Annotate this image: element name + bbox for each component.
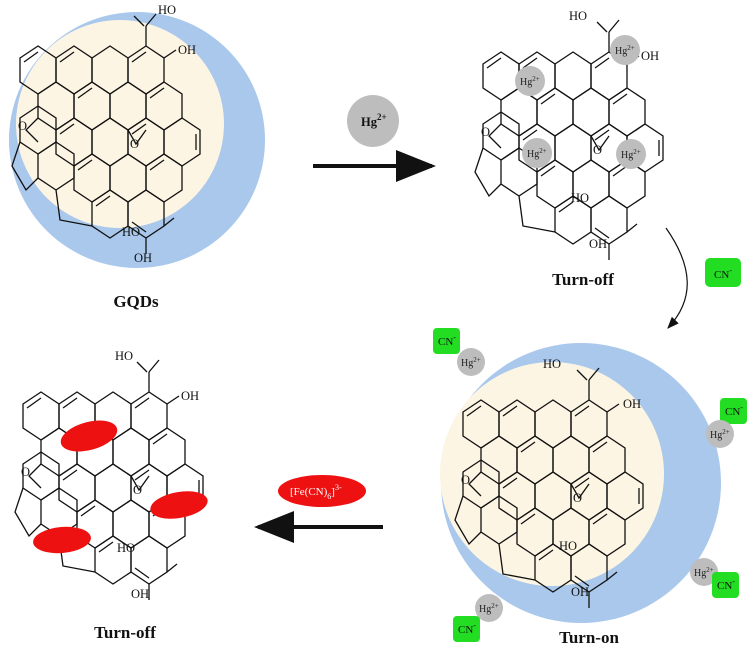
turn-on-core	[440, 362, 664, 586]
turn-on-structure: HO OH O O HO OH	[454, 357, 644, 609]
epoxy-label-3b: O	[573, 491, 582, 505]
svg-text:Hg2+: Hg2+	[710, 428, 730, 441]
cn-reagent-label: CN-	[714, 266, 732, 281]
svg-text:CN-: CN-	[438, 333, 456, 348]
curved-arrow	[665, 227, 688, 329]
ferricyanide-spot-3	[33, 526, 91, 554]
ferricyanide-panel: HO OH O O HO OH Turn-off	[14, 349, 208, 642]
hg-bound-structure: HO OH O O HO OH	[474, 9, 664, 261]
hydroxyl-label-2c: HO	[571, 191, 589, 205]
hydroxyl-label-top: OH	[178, 43, 196, 57]
hydroxyl-label-3c: HO	[559, 539, 577, 553]
svg-text:Hg2+: Hg2+	[615, 44, 635, 57]
hg-addition-step: Hg2+	[313, 95, 436, 182]
hg-ion-2: Hg2+	[706, 420, 734, 448]
hydroxyl-label-4c: HO	[117, 541, 135, 555]
hydroxyl-label-2d: OH	[589, 237, 607, 251]
hydroxyl-label-4: OH	[181, 389, 199, 403]
carboxyl-label-3: HO	[543, 357, 561, 371]
svg-text:CN-: CN-	[458, 621, 476, 636]
hydroxyl-label-ring: HO	[122, 225, 140, 239]
gqd-panel: HO OH O O HO OH GQDs	[9, 3, 265, 311]
cn-ion-3: CN-	[712, 572, 739, 598]
ferricyanide-structure: HO OH O O HO OH	[14, 349, 204, 601]
svg-text:CN-: CN-	[725, 403, 743, 418]
epoxy-label-4a: O	[21, 465, 30, 479]
carboxyl-label-2: HO	[569, 9, 587, 23]
hg-ion-1: Hg2+	[457, 348, 485, 376]
svg-text:Hg2+: Hg2+	[520, 75, 540, 88]
epoxy-label-left: O	[18, 119, 27, 133]
hg-ion-3: Hg2+	[690, 558, 718, 586]
svg-text:Hg2+: Hg2+	[694, 566, 714, 579]
caption-turn-off-2: Turn-off	[94, 623, 156, 642]
gqd-structure: HO OH O O HO OH	[11, 3, 201, 265]
epoxy-label-2b: O	[593, 143, 602, 157]
cn-ion-1: CN-	[433, 328, 460, 354]
ferricyanide-spot-2	[150, 491, 208, 519]
ferricyanide-spot-1	[60, 420, 118, 452]
svg-text:Hg2+: Hg2+	[527, 147, 547, 160]
carboxyl-label: HO	[158, 3, 176, 17]
cn-reagent-badge	[705, 258, 741, 287]
caption-turn-on: Turn-on	[559, 628, 619, 647]
epoxy-label-4b: O	[133, 483, 142, 497]
epoxy-label-center: O	[130, 137, 139, 151]
turn-on-panel: HO OH O O HO OH CN-Hg2+CN-Hg2+Hg2+CN-Hg2…	[433, 328, 747, 647]
svg-text:CN-: CN-	[717, 577, 735, 592]
hg-ion-site-4: Hg2+	[616, 139, 646, 169]
cn-ion-4: CN-	[453, 616, 480, 642]
epoxy-label-2a: O	[481, 125, 490, 139]
hg-cn-complexes: CN-Hg2+CN-Hg2+Hg2+CN-Hg2+CN-	[433, 328, 747, 642]
ferricyanide-reagent-badge	[278, 475, 366, 507]
hg-ion-site-2: Hg2+	[610, 35, 640, 65]
caption-turn-off-1: Turn-off	[552, 270, 614, 289]
cn-ion-2: CN-	[720, 398, 747, 424]
hg-ion-site-3: Hg2+	[522, 138, 552, 168]
hydroxyl-label-3d: OH	[571, 585, 589, 599]
hg-reagent-badge	[347, 95, 399, 147]
svg-text:Hg2+: Hg2+	[621, 148, 641, 161]
svg-text:Hg2+: Hg2+	[479, 602, 499, 615]
ferricyanide-reagent-label: [Fe(CN)6]3-	[290, 483, 342, 501]
hg-ion-site-1: Hg2+	[515, 66, 545, 96]
ferricyanide-addition-step: [Fe(CN)6]3-	[254, 475, 383, 543]
epoxy-label-3a: O	[461, 473, 470, 487]
hg-ion-4: Hg2+	[475, 594, 503, 622]
hg-bound-panel: HO OH O O HO OH Hg2+ Hg2+ Hg2+ Hg2+ Turn-of…	[474, 9, 664, 289]
caption-gqds: GQDs	[113, 292, 159, 311]
hydroxyl-label-3: OH	[623, 397, 641, 411]
svg-text:Hg2+: Hg2+	[461, 356, 481, 369]
hydroxyl-label-4d: OH	[131, 587, 149, 601]
hydroxyl-label-bottom: OH	[134, 251, 152, 265]
carboxyl-label-4: HO	[115, 349, 133, 363]
cn-addition-step: CN-	[665, 227, 741, 329]
hg-reagent-label: Hg2+	[361, 112, 387, 129]
hg-binding-sites: Hg2+ Hg2+ Hg2+ Hg2+	[515, 35, 646, 169]
hydroxyl-label-2: OH	[641, 49, 659, 63]
